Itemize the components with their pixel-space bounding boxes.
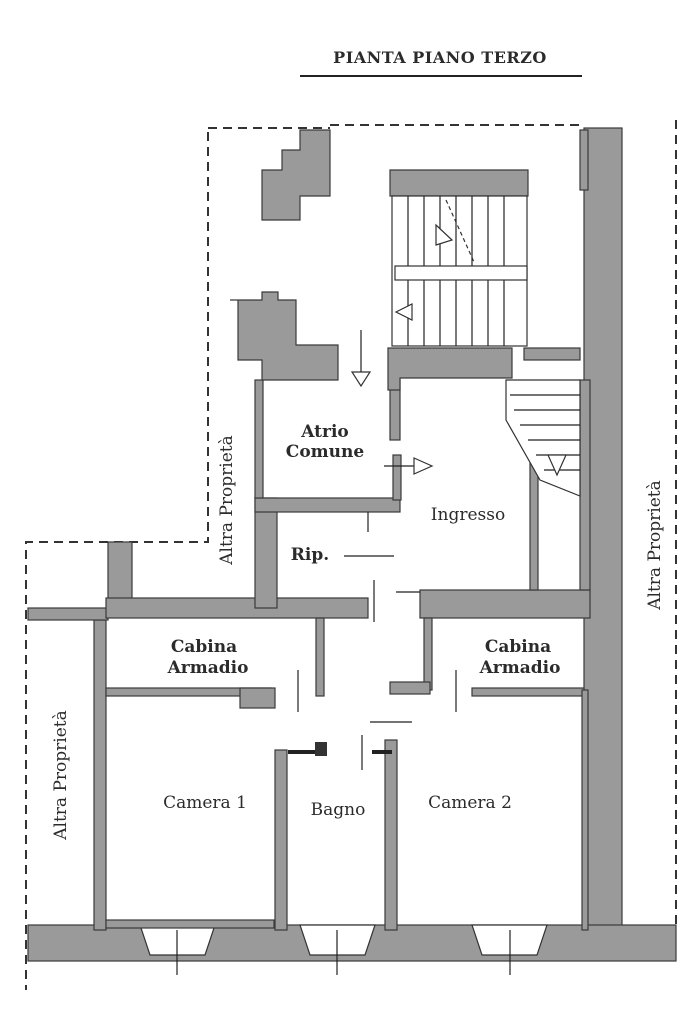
secondary-stairs [505, 379, 581, 497]
upper-left-pillar [261, 129, 331, 221]
rip-left-wall [254, 497, 278, 609]
ingresso-arrow [413, 457, 434, 475]
cabina1-corner [239, 687, 276, 709]
window-camera2 [471, 924, 548, 975]
label-cabina1: Cabina [171, 637, 237, 657]
stair-corner-wall [523, 347, 581, 361]
label-comune: Comune [286, 442, 365, 462]
label-ripostiglio: Rip. [291, 545, 329, 565]
property-boundary [25, 120, 677, 990]
plan-title: PIANTA PIANO TERZO [333, 48, 547, 67]
cabina1-right-wall [315, 617, 325, 697]
label-cabina2: Cabina [485, 637, 551, 657]
camera1-bottom-edge [105, 919, 275, 929]
main-stairs [391, 195, 528, 347]
label-bagno: Bagno [311, 800, 366, 820]
left-outer-wall [93, 619, 107, 931]
atrio-left-pillar [230, 291, 339, 381]
camera1-right-wall [274, 749, 288, 931]
window-bagno [299, 924, 376, 975]
label-atrio: Atrio [300, 422, 349, 442]
stair-landing-wall [387, 347, 513, 391]
label-armadio1: Armadio [167, 658, 249, 678]
atrio-entry-arrow [350, 371, 372, 388]
corridor-top-wall-left [105, 597, 369, 619]
label-camera2: Camera 2 [428, 793, 512, 813]
label-neighbor-left-bottom: Altra Proprietà [51, 710, 71, 840]
upper-stair-head-wall [389, 169, 529, 197]
label-neighbor-right: Altra Proprietà [645, 480, 665, 610]
corridor-top-wall-right [419, 589, 591, 619]
window-camera1 [139, 924, 216, 975]
label-ingresso: Ingresso [431, 505, 505, 525]
atrio-right-wall-lower [392, 454, 402, 501]
left-upper-wall [27, 607, 109, 621]
atrio-left-wall [254, 379, 264, 499]
upper-right-wall [579, 129, 589, 191]
bagno-jamb-left [315, 742, 327, 756]
camera2-left-wall [384, 739, 398, 931]
label-camera1: Camera 1 [163, 793, 247, 813]
label-neighbor-left-top: Altra Proprietà [217, 435, 237, 565]
atrio-bottom-wall [254, 497, 401, 513]
stair-right-wall [579, 379, 591, 591]
cabina2-corner [389, 681, 431, 695]
camera2-right-edge [581, 689, 589, 931]
cabina2-bottom-wall [471, 687, 585, 697]
label-armadio2: Armadio [479, 658, 561, 678]
cabina2-left-wall [423, 617, 433, 691]
